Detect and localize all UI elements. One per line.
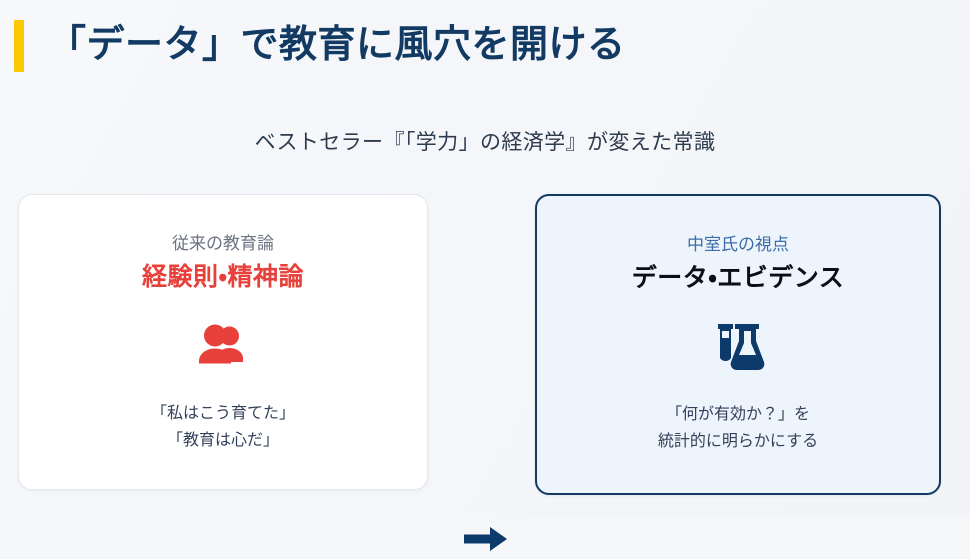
subtitle: ベストセラー『「学力」の経済学』が変えた常識 — [254, 131, 716, 154]
flask-icon — [711, 320, 765, 374]
card-traditional-caption: 「私はこう育てた」 「教育は心だ」 — [151, 401, 295, 454]
card-evidence-caption-line-2: 統計的に明らかにする — [657, 432, 819, 450]
card-traditional-caption-line-1: 「私はこう育てた」 — [150, 405, 295, 423]
card-traditional: 従来の教育論 経験則・精神論 「私はこう育てた」 「教育は心だ」 — [18, 194, 428, 490]
card-evidence-caption: 「何が有効か？」を 統計的に明らかにする — [658, 402, 818, 455]
arrow-right-icon — [455, 519, 517, 559]
card-evidence-eyebrow: 中室氏の視点 — [687, 235, 789, 254]
card-evidence-caption-line-1: 「何が有効か？」を — [665, 406, 810, 424]
slide-header: 「データ」で教育に風穴を開ける — [0, 14, 970, 78]
card-traditional-eyebrow: 従来の教育論 — [172, 234, 274, 253]
people-icon — [196, 319, 250, 373]
card-traditional-headline: 経験則・精神論 — [141, 263, 304, 292]
page-title: 「データ」で教育に風穴を開ける — [48, 24, 626, 67]
card-evidence-headline: データ・エビデンス — [631, 264, 845, 293]
card-evidence: 中室氏の視点 データ・エビデンス 「何が有効か？」を 統計的に明らかにする — [535, 194, 941, 495]
comparison-row: 従来の教育論 経験則・精神論 「私はこう育てた」 「教育は心だ」 — [0, 194, 970, 551]
card-traditional-caption-line-2: 「教育は心だ」 — [166, 431, 279, 449]
accent-bar — [14, 20, 24, 72]
